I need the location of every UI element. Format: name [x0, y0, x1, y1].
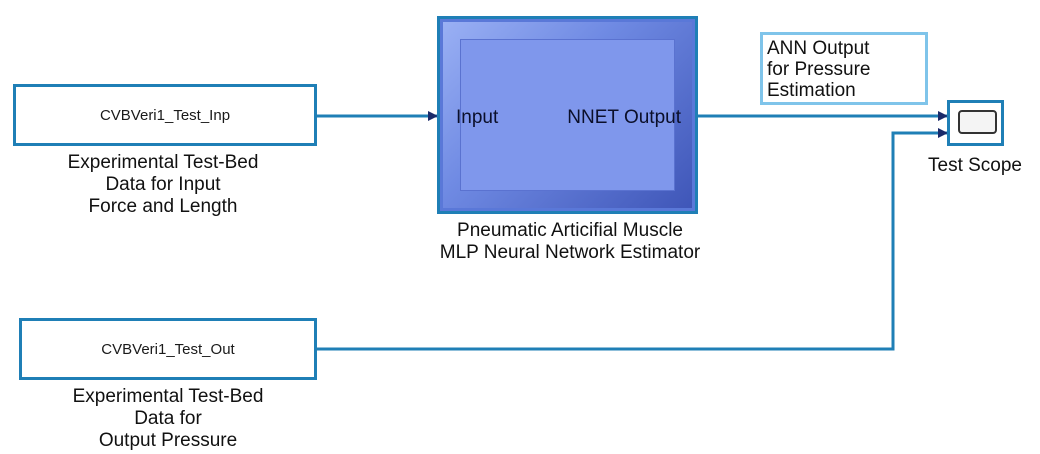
output-source-caption: Experimental Test-Bed Data for Output Pr…	[72, 386, 264, 451]
input-source-block-name: CVBVeri1_Test_Inp	[99, 106, 231, 124]
wire-output-to-scope[interactable]	[317, 128, 948, 351]
nnet-output-port-label: NNET Output	[567, 107, 681, 128]
output-source-block[interactable]: CVBVeri1_Test_Out	[19, 318, 317, 380]
test-scope-block[interactable]	[947, 100, 1004, 146]
nnet-input-port-label: Input	[456, 107, 499, 128]
input-source-caption: Experimental Test-Bed Data for Input For…	[67, 152, 259, 217]
nnet-caption: Pneumatic Articifial Muscle MLP Neural N…	[439, 220, 701, 263]
scope-icon	[958, 110, 997, 134]
nnet-block-face	[460, 39, 675, 191]
output-source-block-name: CVBVeri1_Test_Out	[101, 340, 235, 358]
ann-output-annotation[interactable]: ANN Output for Pressure Estimation	[760, 32, 928, 105]
test-scope-caption: Test Scope	[928, 155, 1022, 176]
nnet-subsystem-block[interactable]: Input NNET Output	[437, 16, 698, 214]
input-source-block[interactable]: CVBVeri1_Test_Inp	[13, 84, 317, 146]
